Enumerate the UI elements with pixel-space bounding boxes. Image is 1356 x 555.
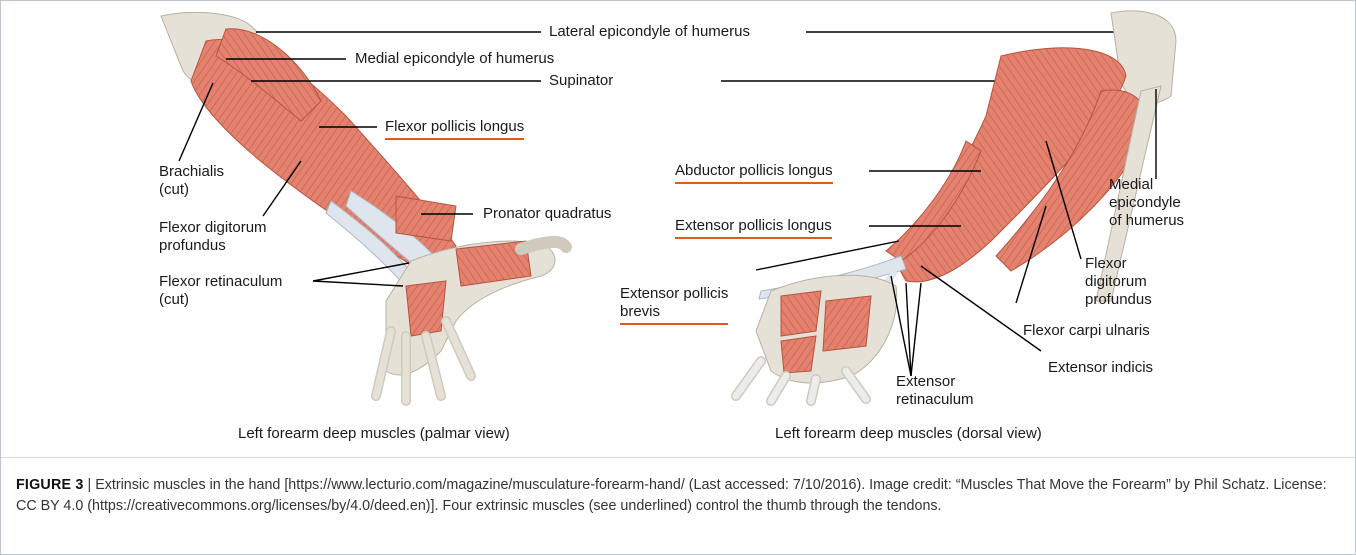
label-medial-epicondyle-left: Medial epicondyle of humerus xyxy=(355,50,554,68)
label-flexor-retinaculum: Flexor retinaculum (cut) xyxy=(159,273,282,309)
label-pronator-quadratus: Pronator quadratus xyxy=(483,205,611,223)
label-extensor-pollicis-brevis: Extensor pollicis brevis xyxy=(620,267,750,325)
label-extensor-indicis: Extensor indicis xyxy=(1048,359,1153,377)
label-extensor-retinaculum: Extensor retinaculum xyxy=(896,373,974,409)
subcaption-palmar-view: Left forearm deep muscles (palmar view) xyxy=(238,425,510,442)
label-abductor-pollicis-longus: Abductor pollicis longus xyxy=(675,162,833,184)
label-extensor-pollicis-longus: Extensor pollicis longus xyxy=(675,217,832,239)
leader-brachialis xyxy=(179,83,213,161)
figure-caption: FIGURE 3 | Extrinsic muscles in the hand… xyxy=(16,475,1341,517)
figure-label: FIGURE 3 xyxy=(16,477,84,493)
leader-flexor-retinaculum-b xyxy=(313,281,403,286)
label-brachialis: Brachialis (cut) xyxy=(159,163,224,199)
label-extensor-pollicis-brevis-text: Extensor pollicis brevis xyxy=(620,285,728,325)
caption-divider xyxy=(1,457,1355,458)
label-supinator: Supinator xyxy=(549,72,613,90)
label-medial-epicondyle-right: Medial epicondyle of humerus xyxy=(1109,176,1184,230)
label-flexor-digitorum-profundus-right: Flexor digitorum profundus xyxy=(1085,255,1152,309)
label-flexor-carpi-ulnaris: Flexor carpi ulnaris xyxy=(1023,322,1150,340)
label-flexor-pollicis-longus: Flexor pollicis longus xyxy=(385,118,524,140)
leader-extensor-retinaculum-c xyxy=(911,283,921,376)
figure-caption-text: | Extrinsic muscles in the hand [https:/… xyxy=(16,477,1327,514)
label-flexor-digitorum-profundus-left: Flexor digitorum profundus xyxy=(159,219,267,255)
subcaption-dorsal-view: Left forearm deep muscles (dorsal view) xyxy=(775,425,1042,442)
label-lateral-epicondyle: Lateral epicondyle of humerus xyxy=(549,23,750,41)
